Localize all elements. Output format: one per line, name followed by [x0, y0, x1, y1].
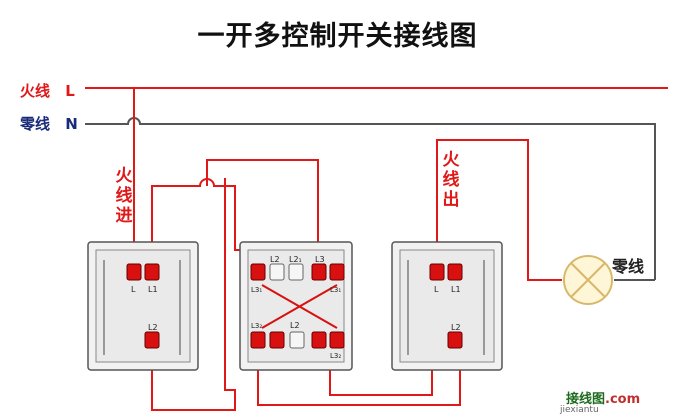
svg-text:L2: L2	[148, 323, 158, 332]
watermark-suffix: .com	[605, 392, 641, 407]
svg-text:L3₂: L3₂	[251, 322, 262, 330]
switch-3	[391, 241, 503, 371]
live-in-char: 线	[115, 186, 133, 206]
live-in-char: 进	[115, 206, 133, 226]
svg-text:L2₁: L2₁	[289, 255, 302, 264]
svg-text:L2: L2	[451, 323, 461, 332]
traveler-wire-d	[257, 345, 461, 406]
live-in-label: 火 线 进	[113, 166, 135, 226]
svg-text:L2: L2	[270, 255, 280, 264]
neutral-line-label: 零线 N	[20, 113, 78, 134]
svg-text:L1: L1	[148, 285, 158, 294]
svg-text:L3: L3	[315, 255, 325, 264]
live-in-char: 火	[115, 166, 133, 186]
neutral-line-letter: N	[65, 115, 78, 133]
live-out-char: 火	[442, 150, 460, 170]
svg-text:L3₁: L3₁	[251, 286, 262, 294]
svg-text:L2: L2	[290, 321, 300, 330]
live-out-char: 线	[442, 170, 460, 190]
switch-1	[87, 241, 199, 371]
traveler-wire-b	[151, 186, 236, 411]
watermark: 接线图.com	[566, 388, 640, 407]
svg-text:L: L	[131, 285, 136, 294]
live-out-char: 出	[442, 190, 460, 210]
live-out-wire	[436, 139, 562, 281]
watermark-url: jiexiantu	[560, 405, 599, 415]
svg-text:L1: L1	[451, 285, 461, 294]
live-line-letter: L	[65, 82, 75, 100]
live-line-text: 火线	[20, 82, 51, 100]
watermark-text: 接线图	[566, 392, 606, 407]
traveler-wire-a	[151, 178, 259, 262]
svg-text:L: L	[434, 285, 439, 294]
cross-wires	[261, 284, 338, 329]
svg-text:L3₁: L3₁	[330, 286, 341, 294]
neutral-line-text: 零线	[20, 115, 51, 133]
diagram-title: 一开多控制开关接线图	[197, 21, 478, 52]
switch1-terminal-l2	[144, 331, 160, 349]
lamp-neutral-label: 零线	[612, 257, 645, 276]
svg-text:L3₂: L3₂	[330, 352, 341, 360]
switch1-terminal-l	[126, 263, 142, 281]
lamp-icon	[563, 255, 613, 305]
switch-2: L2 L2₁ L3 L3₁ L3₁ L3₂ L2 L3₂	[239, 241, 353, 371]
traveler-wire-c	[206, 159, 319, 262]
switch1-terminal-l1	[144, 263, 160, 281]
live-out-label: 火 线 出	[440, 150, 462, 210]
live-line-label: 火线 L	[20, 80, 75, 101]
